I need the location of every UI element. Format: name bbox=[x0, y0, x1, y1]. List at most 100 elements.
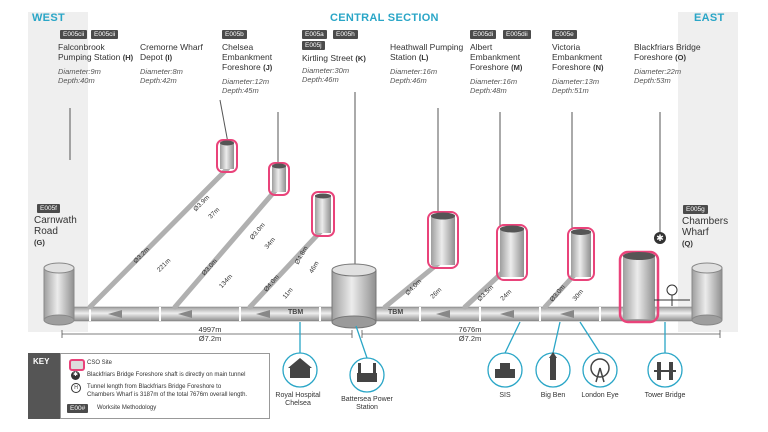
leader-i bbox=[219, 99, 229, 144]
region-east: EAST bbox=[694, 12, 725, 24]
site-n-depth: Depth:51m bbox=[552, 86, 589, 95]
key-box: CSO Site ✱ Blackfriars Bridge Foreshore … bbox=[60, 353, 270, 419]
total-west-diameter: Ø7.2m bbox=[198, 334, 222, 343]
site-j-diameter: Diameter:12m bbox=[222, 77, 270, 86]
site-o-depth: Depth:53m bbox=[634, 76, 671, 85]
shaft-albert-embankment bbox=[496, 224, 528, 281]
shaft-cremorne-wharf bbox=[268, 162, 290, 196]
tag-k-3: E005j bbox=[302, 41, 325, 50]
landmark-big-ben: Big Ben bbox=[540, 392, 566, 399]
site-o-name: Blackfriars Bridge Foreshore bbox=[634, 42, 701, 62]
tbm-label-west: TBM bbox=[288, 309, 304, 316]
total-central-diameter: Ø7.2m bbox=[458, 334, 482, 343]
shaft-carnwath-road bbox=[43, 262, 75, 326]
total-central: 7676m Ø7.2m bbox=[440, 325, 500, 343]
landmark-royal-hospital-chelsea: Royal Hospital Chelsea bbox=[275, 392, 321, 407]
shaft-kirtling-street bbox=[331, 263, 377, 329]
shaft-blackfriars-bridge bbox=[618, 250, 660, 324]
key-worksite: Worksite Methodology bbox=[97, 405, 157, 411]
site-k-depth: Depth:46m bbox=[302, 75, 339, 84]
site-q-id: (Q) bbox=[682, 239, 693, 248]
landmark-glyphs bbox=[288, 352, 676, 383]
tag-h-2: E005cii bbox=[91, 30, 119, 39]
key-worksite-tag: E00# bbox=[67, 404, 89, 413]
site-o: Blackfriars Bridge Foreshore (O) Diamete… bbox=[634, 42, 708, 85]
h-marker bbox=[666, 284, 678, 296]
site-m-depth: Depth:48m bbox=[470, 86, 507, 95]
site-o-id: (O) bbox=[675, 53, 686, 62]
site-m-diameter: Diameter:16m bbox=[470, 77, 518, 86]
site-m-name: Albert Embankment Foreshore bbox=[470, 42, 521, 72]
region-west: WEST bbox=[32, 12, 65, 24]
landmark-london-eye: London Eye bbox=[581, 392, 619, 399]
tag-m-2: E005dii bbox=[503, 30, 531, 39]
cso-swatch bbox=[69, 359, 85, 371]
site-k-diameter: Diameter:30m bbox=[302, 66, 350, 75]
site-g: Carnwath Road (G) bbox=[34, 215, 94, 248]
tag-k-2: E005h bbox=[333, 30, 358, 39]
dimension-lines bbox=[61, 330, 721, 338]
landmark-battersea-power-station: Battersea Power Station bbox=[341, 396, 393, 411]
shaft-victoria-embankment bbox=[567, 227, 595, 281]
site-l: Heathwall Pumping Station (L) Diameter:1… bbox=[390, 42, 466, 85]
site-l-id: (L) bbox=[418, 53, 429, 62]
star-icon: ✱ bbox=[71, 371, 80, 380]
site-h: Falconbrook Pumping Station (H) Diameter… bbox=[58, 42, 136, 85]
region-central: CENTRAL SECTION bbox=[330, 12, 439, 24]
site-q: Chambers Wharf (Q) bbox=[682, 216, 742, 249]
landmark-sis: SIS bbox=[499, 392, 511, 399]
site-n-diameter: Diameter:13m bbox=[552, 77, 600, 86]
site-n-name: Victoria Embankment Foreshore bbox=[552, 42, 603, 72]
total-central-length: 7676m bbox=[458, 325, 482, 334]
total-west: 4997m Ø7.2m bbox=[180, 325, 240, 343]
shaft-chelsea-embankment bbox=[311, 191, 335, 237]
site-k-name: Kirtling Street bbox=[302, 53, 354, 63]
site-h-name: Falconbrook Pumping Station bbox=[58, 42, 121, 62]
star-marker bbox=[654, 232, 666, 244]
site-h-id: (H) bbox=[122, 53, 134, 62]
site-g-id: (G) bbox=[34, 238, 45, 247]
site-l-name: Heathwall Pumping Station bbox=[390, 42, 464, 62]
leader-lines bbox=[69, 92, 661, 268]
key-shaft-note: Blackfriars Bridge Foreshore shaft is di… bbox=[87, 372, 246, 378]
site-i-id: (I) bbox=[165, 53, 173, 62]
shaft-falconbrook bbox=[216, 139, 238, 173]
site-l-depth: Depth:46m bbox=[390, 76, 427, 85]
site-k-id: (K) bbox=[355, 54, 366, 63]
site-i: Cremorne Wharf Depot (I) Diameter:8m Dep… bbox=[140, 42, 218, 85]
tag-k-1: E005a bbox=[302, 30, 327, 39]
svg-text:✱: ✱ bbox=[656, 234, 664, 244]
site-h-diameter: Diameter:9m bbox=[58, 67, 101, 76]
site-n-id: (N) bbox=[593, 63, 604, 72]
key-tunnel-note-1: Tunnel length from Blackfriars Bridge Fo… bbox=[87, 384, 222, 390]
h-icon: H bbox=[71, 383, 81, 393]
site-i-depth: Depth:42m bbox=[140, 76, 177, 85]
site-o-diameter: Diameter:22m bbox=[634, 67, 682, 76]
tag-m-1: E005di bbox=[470, 30, 497, 39]
tag-j-1: E005b bbox=[222, 30, 247, 39]
key-tunnel-note-2: Chambers Wharf is 3187m of the total 767… bbox=[87, 392, 248, 398]
tag-q: E005g bbox=[683, 205, 708, 214]
tag-g: E005f bbox=[37, 204, 60, 213]
site-k: Kirtling Street (K) Diameter:30m Depth:4… bbox=[302, 53, 384, 84]
site-q-name: Chambers Wharf bbox=[682, 216, 729, 238]
site-m-id: (M) bbox=[511, 63, 523, 72]
landmark-tower-bridge: Tower Bridge bbox=[644, 392, 686, 399]
connection-tunnels bbox=[87, 165, 580, 310]
key-cso: CSO Site bbox=[87, 360, 113, 366]
shaft-heathwall bbox=[427, 211, 459, 269]
tbm-label-central: TBM bbox=[388, 309, 404, 316]
main-tunnel-segments bbox=[89, 307, 601, 321]
site-j-name: Chelsea Embankment Foreshore bbox=[222, 42, 273, 72]
site-g-name: Carnwath Road bbox=[34, 215, 77, 237]
site-i-diameter: Diameter:8m bbox=[140, 67, 183, 76]
site-j: Chelsea Embankment Foreshore (J) Diamete… bbox=[222, 42, 300, 95]
site-i-name: Cremorne Wharf Depot bbox=[140, 42, 203, 62]
site-j-id: (J) bbox=[263, 63, 273, 72]
shaft-chambers-wharf bbox=[691, 262, 723, 326]
site-h-depth: Depth:40m bbox=[58, 76, 95, 85]
site-j-depth: Depth:45m bbox=[222, 86, 259, 95]
site-n: Victoria Embankment Foreshore (N) Diamet… bbox=[552, 42, 626, 95]
site-m: Albert Embankment Foreshore (M) Diameter… bbox=[470, 42, 544, 95]
